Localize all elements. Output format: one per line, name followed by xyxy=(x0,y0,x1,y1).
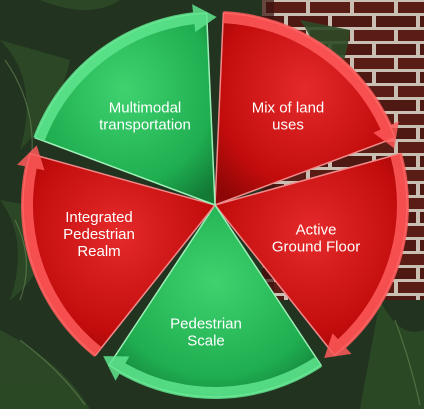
segment-label-line: Active xyxy=(296,222,337,239)
segment-label-line: Pedestrian xyxy=(170,316,242,333)
segment-label-line: Integrated xyxy=(65,209,133,226)
segment-label-line: uses xyxy=(272,117,304,134)
segment-label-line: transportation xyxy=(99,117,191,134)
segment-label-line: Pedestrian xyxy=(63,226,135,243)
segment-label-line: Realm xyxy=(77,243,120,260)
segment-label-line: Scale xyxy=(187,333,225,350)
segment-label-line: Ground Floor xyxy=(272,239,360,256)
segment-label-line: Multimodal xyxy=(109,100,182,117)
segment-label-line: Mix of land xyxy=(252,100,325,117)
